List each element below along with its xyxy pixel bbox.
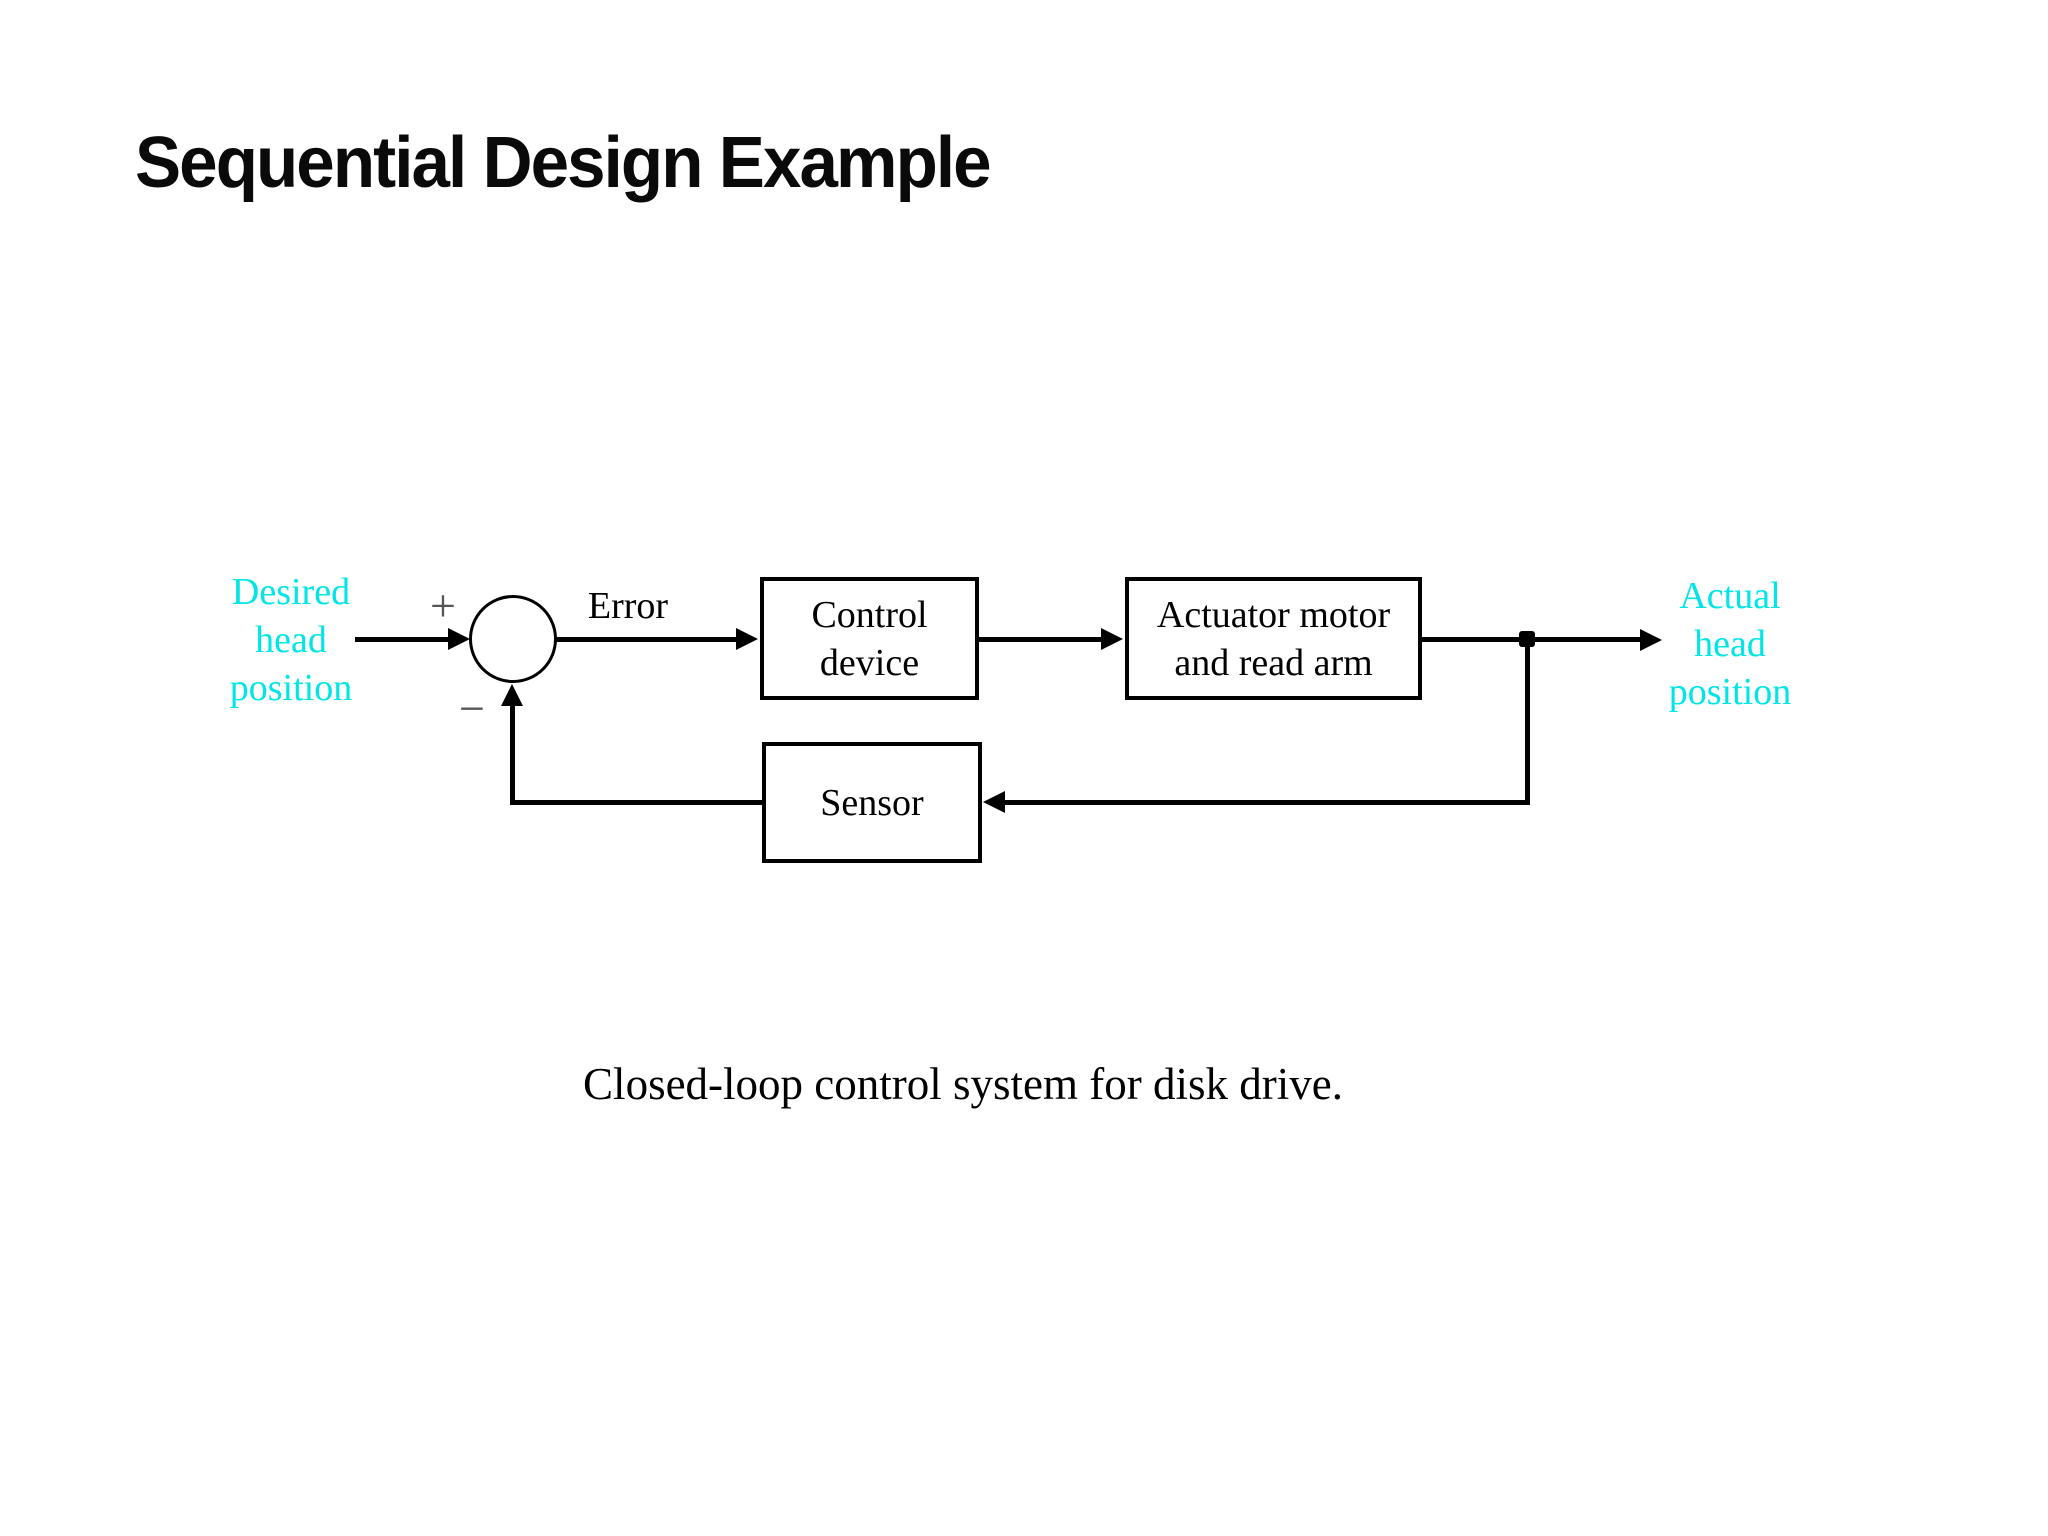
input-line [355,637,450,642]
feedback-riser-right [1525,639,1530,805]
actuator-block-line1: Actuator motor [1156,593,1391,636]
control-device-block: Control device [760,577,979,700]
desired-label-line2: head [255,619,327,661]
summing-junction-circle [469,595,557,683]
actual-head-position-label: Actual head position [1669,572,1791,716]
control-to-actuator-line [979,637,1103,642]
error-label: Error [587,585,669,627]
feedback-riser-left [510,703,515,805]
arrowhead-into-summing-icon [448,628,470,650]
sensor-block-line1: Sensor [820,781,924,824]
sensor-block: Sensor [762,742,982,863]
actual-label-line3: position [1668,671,1792,713]
figure-caption: Closed-loop control system for disk driv… [583,1059,1343,1109]
actuator-motor-block: Actuator motor and read arm [1125,577,1422,700]
control-block-line1: Control [811,593,928,636]
feedback-line-left [510,800,762,805]
arrowhead-into-actuator-icon [1101,628,1123,650]
arrowhead-into-control-icon [736,628,758,650]
minus-sign: − [459,683,485,734]
plus-sign: + [430,580,456,631]
arrowhead-into-sensor-icon [983,791,1005,813]
feedback-line-right [1004,800,1530,805]
actuator-block-line2: and read arm [1174,641,1373,684]
desired-head-position-label: Desired head position [230,568,352,712]
error-line [555,637,738,642]
arrowhead-up-into-summing-icon [501,684,523,706]
desired-label-line3: position [229,667,353,709]
desired-label-line1: Desired [231,571,351,613]
actual-label-line1: Actual [1679,575,1781,617]
actual-label-line2: head [1694,623,1766,665]
control-block-line2: device [819,641,920,684]
arrowhead-output-icon [1640,629,1662,651]
page-title: Sequential Design Example [135,123,992,203]
